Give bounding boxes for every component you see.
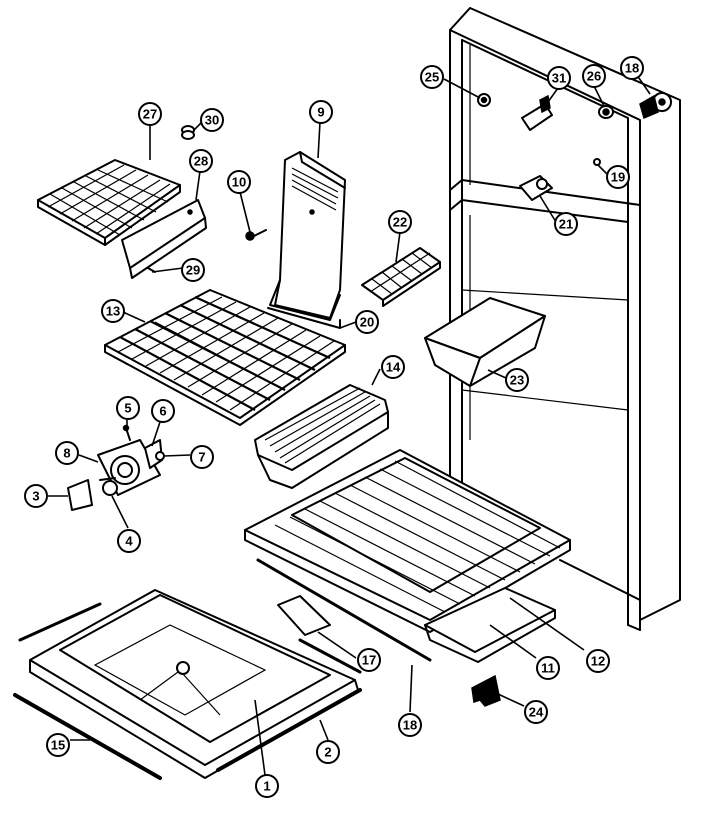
callout-30-label: 30	[205, 113, 219, 128]
callout-20-label: 20	[360, 315, 374, 330]
callout-18-bottom: 18	[398, 713, 422, 737]
part-22-ice-tray	[361, 247, 441, 307]
part-16-rail	[256, 558, 432, 674]
part-3-fan-blade	[67, 479, 93, 511]
part-11-crisper-pan	[424, 587, 556, 663]
part-2-rail	[216, 688, 362, 772]
callout-3: 3	[24, 484, 48, 508]
callout-9-label: 9	[317, 105, 324, 120]
callout-23: 23	[505, 368, 529, 392]
part-9-air-duct	[267, 151, 346, 329]
refrigerator-cabinet	[449, 7, 681, 631]
callout-31-label: 31	[552, 71, 566, 86]
part-26-knob	[598, 105, 614, 119]
part-17-pad	[277, 595, 331, 636]
callout-28-label: 28	[194, 154, 208, 169]
callout-25: 25	[420, 65, 444, 89]
callout-21: 21	[554, 212, 578, 236]
callout-18-bottom-label: 18	[403, 718, 417, 733]
part-21-damper	[519, 175, 553, 201]
part-1-bottom-pan	[29, 589, 359, 779]
callout-11: 11	[536, 656, 560, 680]
callout-19: 19	[606, 165, 630, 189]
callout-7-label: 7	[198, 450, 205, 465]
part-13-wire-shelf	[104, 289, 346, 426]
callout-17: 17	[357, 648, 381, 672]
callout-11-label: 11	[541, 661, 555, 676]
part-28-shelf-support	[121, 199, 207, 279]
callout-24-label: 24	[529, 705, 544, 720]
part-24-bracket	[471, 674, 501, 707]
callout-8: 8	[55, 441, 79, 465]
callout-26-label: 26	[587, 69, 601, 84]
callout-21-label: 21	[559, 217, 573, 232]
callout-10-label: 10	[232, 175, 246, 190]
callout-30: 30	[200, 108, 224, 132]
callout-25-label: 25	[425, 70, 439, 85]
callout-15-label: 15	[51, 738, 65, 753]
callout-1: 1	[255, 774, 279, 798]
callout-12: 12	[586, 649, 610, 673]
callout-14: 14	[381, 355, 405, 379]
callout-4-label: 4	[125, 534, 133, 549]
callout-15: 15	[46, 733, 70, 757]
part-19-screw	[593, 158, 601, 166]
callout-20: 20	[355, 310, 379, 334]
callout-14-label: 14	[386, 360, 401, 375]
callout-28: 28	[189, 149, 213, 173]
callout-10: 10	[227, 170, 251, 194]
part-4-motor	[99, 477, 118, 496]
part-23-ice-bin	[424, 297, 546, 387]
callout-13: 13	[101, 299, 125, 323]
callout-5-label: 5	[124, 401, 131, 416]
callout-12-label: 12	[591, 654, 605, 669]
callout-1-label: 1	[263, 779, 270, 794]
part-25-light-socket	[477, 93, 491, 107]
callout-7: 7	[190, 445, 214, 469]
callout-13-label: 13	[106, 304, 120, 319]
part-7-grommet	[155, 451, 165, 461]
callout-18-top-label: 18	[625, 61, 639, 76]
callout-2-label: 2	[324, 745, 331, 760]
callout-9: 9	[309, 100, 333, 124]
callout-29: 29	[181, 258, 205, 282]
part-30-knob	[181, 125, 195, 140]
part-15-rail	[13, 602, 162, 780]
callout-5: 5	[116, 396, 140, 420]
part-12-shelf-frame	[244, 449, 571, 633]
callout-24: 24	[524, 700, 548, 724]
part-10-screw	[245, 229, 267, 241]
part-18-control	[639, 92, 672, 120]
callout-6-label: 6	[159, 404, 166, 419]
callout-2: 2	[316, 740, 340, 764]
callout-27-label: 27	[143, 107, 157, 122]
part-27-ice-cube-tray-rack	[37, 159, 181, 246]
callout-17-label: 17	[362, 653, 376, 668]
callout-4: 4	[117, 529, 141, 553]
leader-lines	[48, 67, 651, 776]
callout-29-label: 29	[186, 263, 200, 278]
callout-22-label: 22	[393, 215, 407, 230]
callout-8-label: 8	[63, 446, 70, 461]
callout-31: 31	[547, 66, 571, 90]
callout-23-label: 23	[510, 373, 524, 388]
callout-18-top: 18	[620, 56, 644, 80]
callout-27: 27	[138, 102, 162, 126]
part-31-switch	[521, 94, 553, 131]
callout-19-label: 19	[611, 170, 625, 185]
callout-6: 6	[151, 399, 175, 423]
callout-22: 22	[388, 210, 412, 234]
callout-3-label: 3	[32, 489, 39, 504]
part-14-crisper-cover	[254, 384, 389, 489]
callout-26: 26	[582, 64, 606, 88]
